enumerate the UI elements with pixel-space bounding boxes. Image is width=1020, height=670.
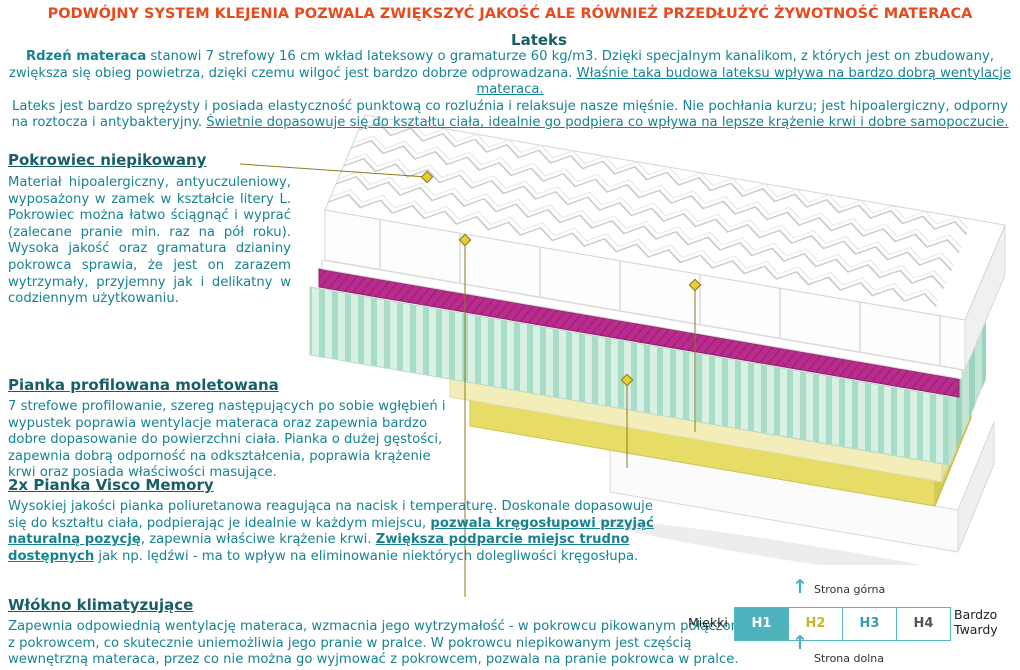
- firmness-level-h3: H3: [843, 608, 897, 640]
- mattress-diagram: [309, 114, 1006, 565]
- firmness-level-h1: H1: [735, 608, 789, 640]
- top-zigzag-layer-surface: [324, 114, 1006, 321]
- section-title-visco: 2x Pianka Visco Memory: [8, 476, 214, 494]
- mattress-shadow: [597, 519, 1003, 565]
- scale-soft-label: Miękki: [688, 615, 728, 630]
- arrow-up-icon: ↑: [792, 576, 808, 598]
- base-layer-end: [957, 421, 995, 553]
- section-title-wlokno: Włókno klimatyzujące: [8, 596, 194, 614]
- firmness-level-h4: H4: [913, 616, 934, 631]
- mint-striped-layer-end-shade: [950, 311, 986, 465]
- scale-bottom-side-label: Strona dolna: [814, 652, 884, 665]
- firmness-level-h2: H2: [789, 608, 843, 640]
- arrow-up-icon: ↑: [792, 632, 808, 654]
- firmness-scale: ↑ Strona górna Miękki H1 H2 H3 H4 Bardzo…: [688, 577, 1018, 669]
- mint-striped-layer-end: [950, 311, 986, 465]
- lateks-paragraph-1: Rdzeń materaca stanowi 7 strefowy 16 cm …: [8, 49, 1012, 98]
- firmness-levels-box: H1 H2 H3 H4: [734, 607, 951, 641]
- section-text-pokrowiec: Materiał hipoalergiczny, antyuczuleniowy…: [8, 175, 291, 307]
- lateks-description: Rdzeń materaca stanowi 7 strefowy 16 cm …: [6, 49, 1014, 132]
- section-title-profilowana: Pianka profilowana moletowana: [8, 376, 279, 394]
- top-banner: PODWÓJNY SYSTEM KLEJENIA POZWALA ZWIĘKSZ…: [47, 6, 973, 22]
- cover-band: [321, 259, 963, 380]
- pink-layer: [318, 268, 960, 398]
- scale-hard-label: Bardzo Twardy: [954, 607, 998, 637]
- section-text-visco: Wysokiej jakości pianka poliuretanowa re…: [8, 499, 654, 564]
- lateks-paragraph-2: Lateks jest bardzo sprężysty i posiada e…: [11, 98, 1009, 131]
- scale-top-side-label: Strona górna: [814, 583, 886, 596]
- section-text-profilowana: 7 strefowe profilowanie, szereg następuj…: [8, 399, 446, 481]
- lateks-title: Lateks: [511, 31, 567, 49]
- section-text-wlokno: Zapewnia odpowiednią wentylację materaca…: [8, 619, 748, 668]
- section-title-pokrowiec: Pokrowiec niepikowany: [8, 151, 207, 169]
- top-layer-channel-lines: [379, 219, 941, 366]
